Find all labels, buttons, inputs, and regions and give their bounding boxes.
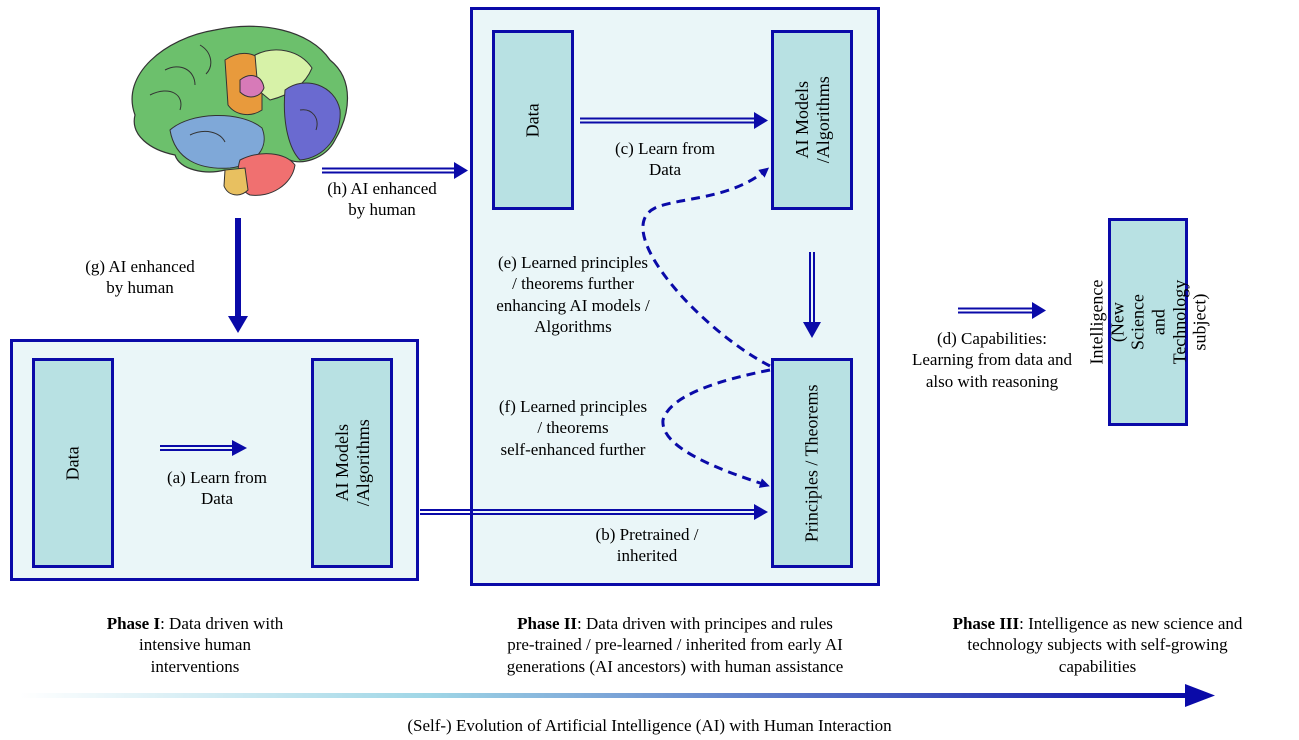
phase2-description: Phase II: Data driven with principes and… [506,614,844,676]
phase1-description: Phase I: Data driven with intensive huma… [106,614,284,676]
phase2-title: Phase II [517,614,578,633]
label-c: (c) Learn from Data [614,139,716,180]
label-f: (f) Learned principles / theorems self-e… [498,397,648,459]
label-h: (h) AI enhanced by human [327,179,437,220]
label-b: (b) Pretrained / inherited [595,525,699,566]
label-e: (e) Learned principles / theorems furthe… [496,253,650,336]
evolution-caption: (Self-) Evolution of Artificial Intellig… [407,716,892,735]
intelligence-block: Intelligence (New Science and Technology… [1086,218,1209,426]
label-g: (g) AI enhanced by human [85,257,195,298]
phase1-title: Phase I [106,614,161,633]
phase2-models-block: AI Models /Algorithms [771,30,853,210]
label-d: (d) Capabilities: Learning from data and… [911,329,1072,391]
phase1-data-block: Data [32,358,114,568]
phase3-description: Phase III: Intelligence as new science a… [952,614,1243,676]
principles-block: Principles / Theorems [771,358,853,568]
phase2-data-block: Data [492,30,574,210]
brain-icon [131,25,349,196]
phase3-title: Phase III [952,614,1020,633]
label-a: (a) Learn from Data [166,468,268,509]
phase1-models-block: AI Models /Algorithms [311,358,393,568]
